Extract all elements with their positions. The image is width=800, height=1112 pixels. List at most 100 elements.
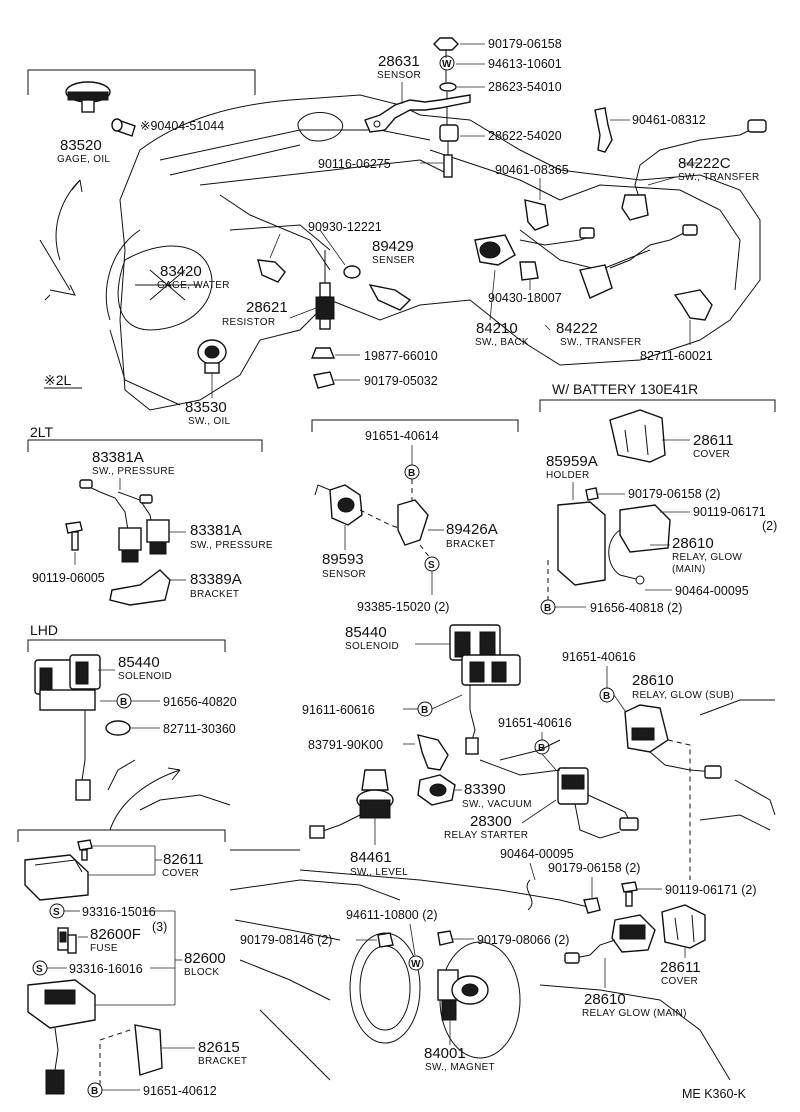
label-91611-60616: 91611-60616: [302, 703, 375, 717]
label-89426a-number: 89426A: [446, 521, 498, 538]
relay-glow-main-bot-part: [564, 914, 656, 964]
bolt-b-marker-text-7: B: [91, 1086, 98, 1097]
label-89593-number: 89593: [322, 551, 364, 568]
label-82600-name: BLOCK: [184, 967, 219, 978]
label-84461-number: 84461: [350, 849, 392, 866]
label-82600f-number: 82600F: [90, 926, 141, 943]
fuse-82600f-part: [57, 927, 77, 954]
label-83381a-1-name: SW., PRESSURE: [92, 466, 175, 477]
group-bracket-oil-gage: [27, 69, 256, 95]
transfer-switch-84222c-part: [621, 119, 767, 221]
label-90119-06171-top-qty: (2): [762, 519, 777, 533]
label-89429-number: 89429: [372, 238, 414, 255]
label-90179-06158-2: 90179-06158 (2): [628, 487, 720, 501]
label-85440-main-name: SOLENOID: [345, 641, 399, 652]
label-84222c-name: SW., TRANSFER: [678, 172, 760, 183]
label-28300-number: 28300: [470, 813, 512, 830]
label-91651-40616-a: 91651-40616: [562, 650, 636, 664]
relay-glow-main-top-part: [608, 504, 671, 585]
label-28610-sub-name: RELAY, GLOW (SUB): [632, 690, 734, 701]
label-91651-40612: 91651-40612: [143, 1084, 217, 1098]
body-outline-left: [107, 759, 231, 831]
label-82600f-name: FUSE: [90, 943, 118, 954]
label-83530-name: SW., OIL: [188, 416, 231, 427]
clip-90461-08312-part: [594, 107, 613, 153]
label-85959a-number: 85959A: [546, 453, 598, 470]
label-83390-name: SW., VACUUM: [462, 799, 532, 810]
screw-s-marker-text-3: S: [36, 964, 43, 975]
label-84001-name: SW., MAGNET: [425, 1062, 495, 1073]
label-84222-number: 84222: [556, 320, 598, 337]
washer-90430-18007-part: [519, 261, 539, 281]
oil-switch-83530-part: [197, 339, 227, 374]
label-82711-30360: 82711-30360: [163, 722, 236, 736]
relay-starter-28300-part: [557, 767, 639, 839]
bolt-b-marker-text: B: [544, 603, 551, 614]
label-28611-bot-number: 28611: [660, 959, 701, 976]
label-28610-main-top-name: RELAY, GLOW: [672, 552, 742, 563]
label-84001-number: 84001: [424, 1045, 466, 1062]
label-83420-number: 83420: [160, 263, 202, 280]
label-83381a-1-number: 83381A: [92, 449, 144, 466]
bolt-b-marker-text-3: B: [120, 697, 127, 708]
label-84222-name: SW., TRANSFER: [560, 337, 642, 348]
nut-90179-06158-2-part: [585, 487, 599, 501]
label-83389a-number: 83389A: [190, 571, 242, 588]
bolt-90119-06171-b-part: [621, 881, 638, 907]
washer-w-marker-text: W: [411, 959, 421, 970]
label-93385-15020: 93385-15020 (2): [357, 600, 449, 614]
label-28621-number: 28621: [246, 299, 288, 316]
label-90179-06158: 90179-06158: [488, 37, 562, 51]
body-outline-right: [230, 699, 776, 911]
bracket-89426a-part: [397, 499, 429, 546]
vacuum-switch-83390-part: [417, 774, 456, 806]
group-bracket-2lt: [27, 439, 263, 452]
group-bracket-fuse-block: [17, 829, 226, 842]
label-28621-name: RESISTOR: [222, 317, 275, 328]
nut-90179-08146-part: [377, 932, 394, 948]
solenoid-85440-lhd-part: [34, 654, 101, 801]
label-90119-06005: 90119-06005: [32, 571, 105, 585]
back-switch-84210-part: [474, 227, 596, 266]
label-93316-16016: 93316-16016: [69, 962, 143, 976]
section-lhd: LHD: [30, 622, 58, 638]
bracket-83791-part: [417, 734, 449, 771]
label-28300-name: RELAY STARTER: [444, 830, 528, 841]
oil-gage-part: [65, 81, 136, 137]
part-19877-66010: [310, 347, 336, 359]
label-84210-number: 84210: [476, 320, 518, 337]
label-84222c-number: 84222C: [678, 155, 731, 172]
resistor-28621-part: [315, 250, 335, 330]
sensor-hardware-stack: W: [433, 37, 459, 178]
clip-90461-08365-part: [524, 199, 549, 231]
label-85959a-name: HOLDER: [546, 470, 589, 481]
label-90461-08312: 90461-08312: [632, 113, 706, 127]
label-90464-00095-top: 90464-00095: [675, 584, 749, 598]
label-28610-sub-number: 28610: [632, 672, 674, 689]
nut-90179-08066-part: [437, 930, 454, 946]
label-83381a-2-number: 83381A: [190, 522, 242, 539]
screw-82611-part: [77, 839, 93, 861]
label-28631-name: SENSOR: [377, 70, 421, 81]
pressure-switch-2lt-part: [79, 479, 170, 563]
clip-90464-00095-part: [526, 879, 533, 911]
label-84210-name: SW., BACK: [475, 337, 529, 348]
group-bracket-sensor: [311, 419, 519, 432]
nut-90179-05032-part: [313, 371, 335, 389]
sensor-28631-part: [364, 94, 471, 133]
label-28611-top-number: 28611: [693, 432, 734, 449]
transfer-switch-84222-part: [579, 224, 698, 299]
label-89426a-name: BRACKET: [446, 539, 495, 550]
label-91656-40818: 91656-40818 (2): [590, 601, 682, 615]
engine-outline: [39, 94, 761, 411]
label-90464-00095-b: 90464-00095: [500, 847, 574, 861]
label-91656-40820: 91656-40820: [163, 695, 237, 709]
bracket-82615-guide: [99, 1029, 131, 1085]
washer-w-marker-94611: [408, 955, 424, 971]
bolt-b-marker-text-6: B: [603, 691, 610, 702]
screw-s-marker-text: S: [428, 560, 435, 571]
diagram-code: ME K360-K: [682, 1087, 747, 1101]
label-83420-name: GAGE, WATER: [157, 280, 230, 291]
section-engine-variant: ※2L: [44, 372, 72, 388]
